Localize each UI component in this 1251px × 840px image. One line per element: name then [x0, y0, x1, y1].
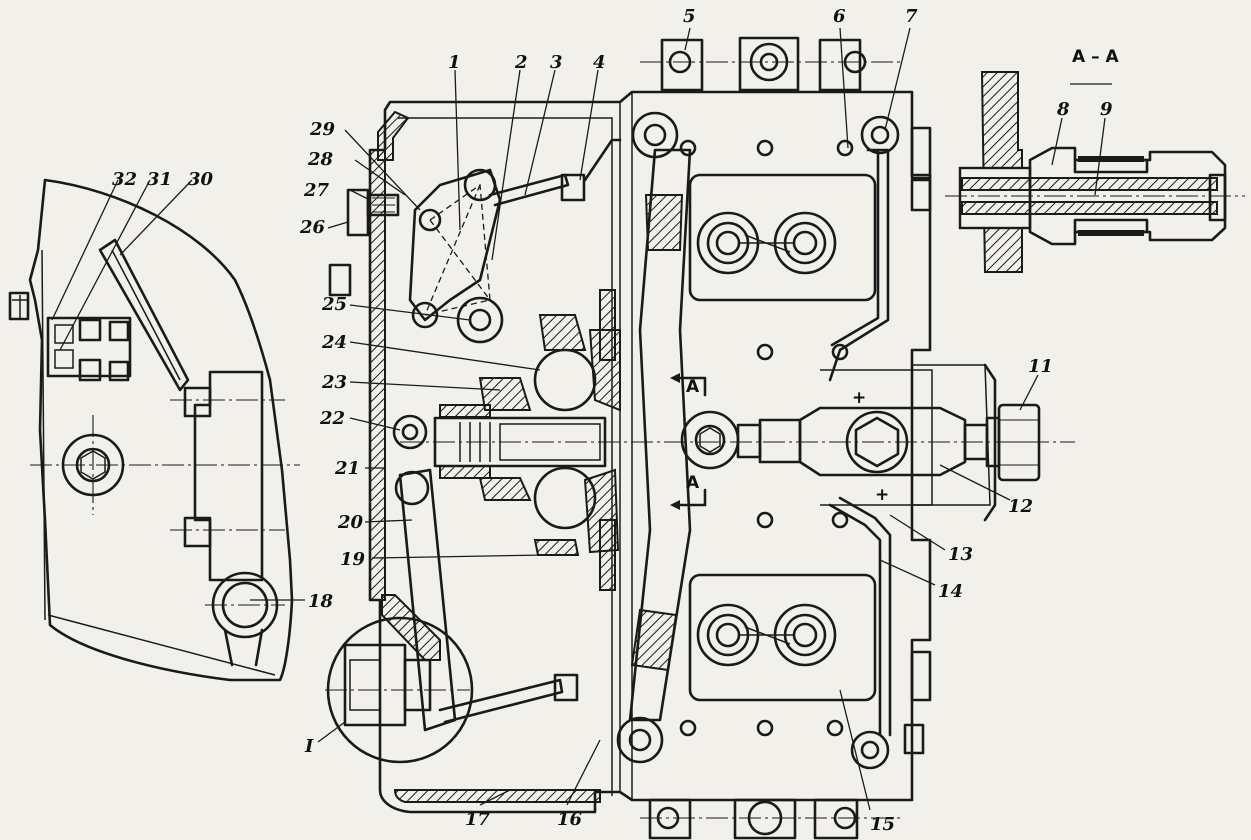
section-view-a-a	[945, 71, 1245, 273]
side-view	[8, 178, 300, 682]
callout-12: 12	[1008, 496, 1033, 517]
callout-2: 2	[514, 52, 528, 73]
callout-32: 32	[112, 169, 137, 190]
callout-24: 24	[321, 332, 347, 353]
governor	[325, 138, 622, 764]
callouts: 1 2 3 4 5 6 7 8 9 11 12 13 14 15 16 17 1…	[112, 6, 1113, 835]
callout-6: 6	[833, 6, 846, 27]
callout-30: 30	[188, 169, 214, 190]
callout-17: 17	[465, 809, 491, 830]
callout-20: 20	[337, 512, 364, 533]
section-title: A – A	[1072, 47, 1119, 67]
plunger-sections	[640, 36, 900, 840]
callout-28: 28	[307, 149, 334, 170]
callout-13: 13	[948, 544, 973, 565]
callout-8: 8	[1056, 99, 1070, 120]
callout-21: 21	[334, 458, 360, 479]
pump-cells	[679, 126, 932, 755]
banjo-fitting: + +	[400, 388, 1075, 505]
callout-3: 3	[550, 52, 563, 73]
svg-text:+: +	[875, 485, 889, 505]
callout-23: 23	[321, 372, 347, 393]
callout-26: 26	[299, 217, 326, 238]
callout-11: 11	[1028, 356, 1053, 377]
svg-text:+: +	[852, 388, 866, 408]
detail-label: I	[304, 736, 314, 757]
callout-22: 22	[319, 408, 345, 429]
callout-1: 1	[448, 52, 461, 73]
callout-25: 25	[321, 294, 347, 315]
callout-15: 15	[870, 814, 895, 835]
callout-7: 7	[905, 6, 918, 27]
callout-16: 16	[557, 809, 583, 830]
callout-27: 27	[303, 180, 330, 201]
callout-18: 18	[308, 591, 334, 612]
callout-29: 29	[309, 119, 336, 140]
callout-5: 5	[683, 6, 696, 27]
callout-leaders	[51, 27, 1106, 811]
section-labels: A – A A A I	[304, 47, 1119, 757]
callout-9: 9	[1100, 99, 1113, 120]
section-mark-upper: A	[686, 377, 700, 397]
callout-14: 14	[938, 581, 963, 602]
callout-19: 19	[340, 549, 366, 570]
callout-4: 4	[593, 52, 606, 73]
section-mark-lower: A	[686, 473, 700, 493]
callout-31: 31	[147, 169, 172, 190]
section-arrows	[670, 373, 707, 510]
pump-housing	[368, 90, 932, 814]
